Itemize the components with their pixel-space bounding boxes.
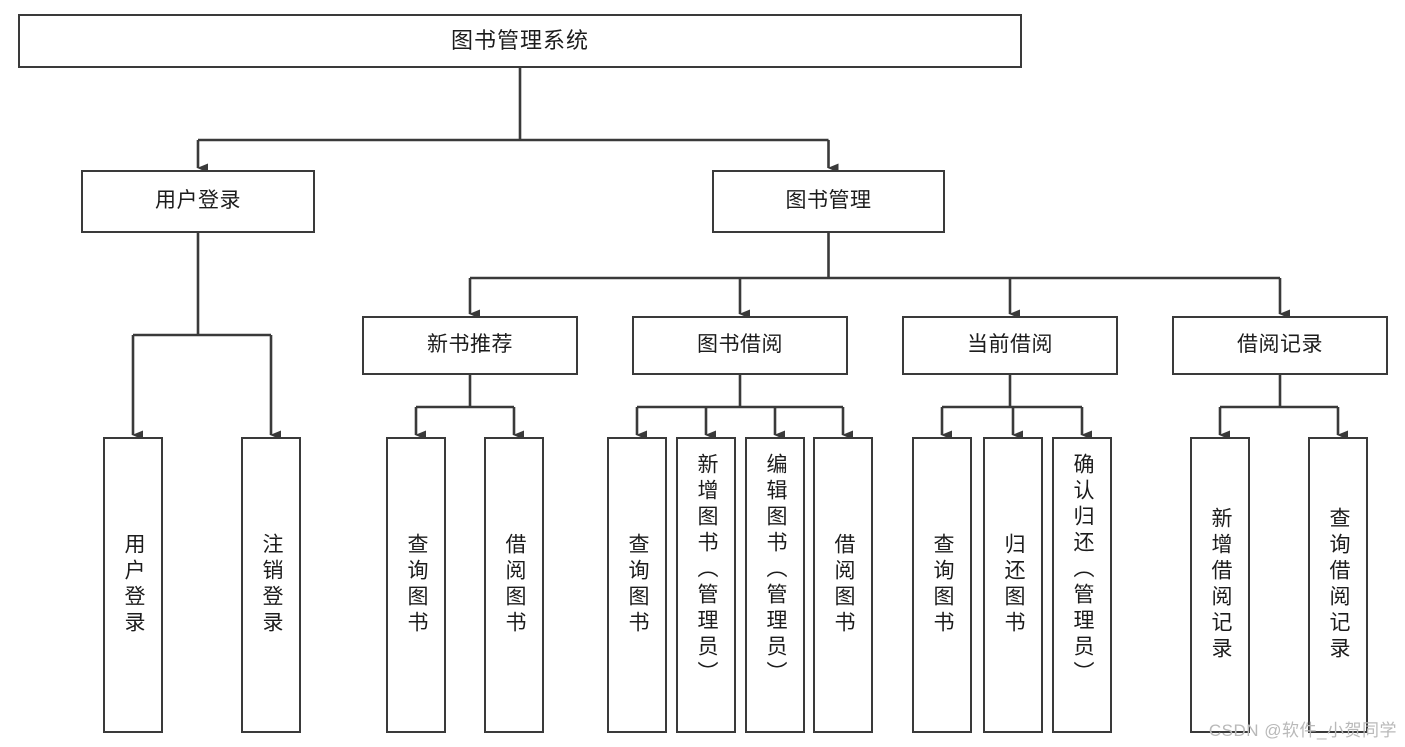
leaf-borrow-edit-book-admin[interactable]: 编辑图书（管理员） — [745, 437, 805, 733]
node-label: 借阅图书 — [503, 533, 527, 637]
node-borrow-records[interactable]: 借阅记录 — [1172, 316, 1388, 375]
node-label: 查询图书 — [931, 533, 955, 637]
node-label: 新增图书（管理员） — [695, 453, 719, 687]
node-user-login[interactable]: 用户登录 — [81, 170, 315, 233]
leaf-record-add-borrow-record[interactable]: 新增借阅记录 — [1190, 437, 1250, 733]
node-new-book-recommendation[interactable]: 新书推荐 — [362, 316, 578, 375]
node-label: 借阅图书 — [832, 533, 856, 637]
node-label: 用户登录 — [155, 189, 241, 213]
leaf-new-query-books[interactable]: 查询图书 — [386, 437, 446, 733]
leaf-current-return-books[interactable]: 归还图书 — [983, 437, 1043, 733]
leaf-borrow-query-books[interactable]: 查询图书 — [607, 437, 667, 733]
leaf-user-login[interactable]: 用户登录 — [103, 437, 163, 733]
node-label: 新增借阅记录 — [1209, 507, 1233, 663]
leaf-record-query-borrow-record[interactable]: 查询借阅记录 — [1308, 437, 1368, 733]
node-label: 确认归还（管理员） — [1071, 453, 1095, 687]
node-label: 图书借阅 — [697, 333, 783, 357]
leaf-current-confirm-return-admin[interactable]: 确认归还（管理员） — [1052, 437, 1112, 733]
node-label: 查询图书 — [405, 533, 429, 637]
node-root-book-management-system[interactable]: 图书管理系统 — [18, 14, 1022, 68]
node-label: 图书管理 — [785, 189, 872, 213]
node-current-borrowing[interactable]: 当前借阅 — [902, 316, 1118, 375]
node-book-management[interactable]: 图书管理 — [712, 170, 945, 233]
leaf-borrow-borrow-books[interactable]: 借阅图书 — [813, 437, 873, 733]
node-label: 查询图书 — [626, 533, 650, 637]
node-label: 注销登录 — [260, 533, 284, 637]
node-book-borrowing[interactable]: 图书借阅 — [632, 316, 848, 375]
node-label: 借阅记录 — [1237, 333, 1323, 357]
node-label: 新书推荐 — [427, 333, 513, 357]
leaf-borrow-add-book-admin[interactable]: 新增图书（管理员） — [676, 437, 736, 733]
leaf-new-borrow-books[interactable]: 借阅图书 — [484, 437, 544, 733]
node-label: 图书管理系统 — [450, 28, 589, 54]
node-label: 查询借阅记录 — [1327, 507, 1351, 663]
node-label: 归还图书 — [1002, 533, 1026, 637]
node-label: 编辑图书（管理员） — [764, 453, 788, 687]
node-label: 当前借阅 — [967, 333, 1053, 357]
node-label: 用户登录 — [122, 533, 146, 637]
leaf-current-query-books[interactable]: 查询图书 — [912, 437, 972, 733]
watermark-text: CSDN @软件_小贺同学 — [1208, 721, 1397, 740]
leaf-user-logout[interactable]: 注销登录 — [241, 437, 301, 733]
